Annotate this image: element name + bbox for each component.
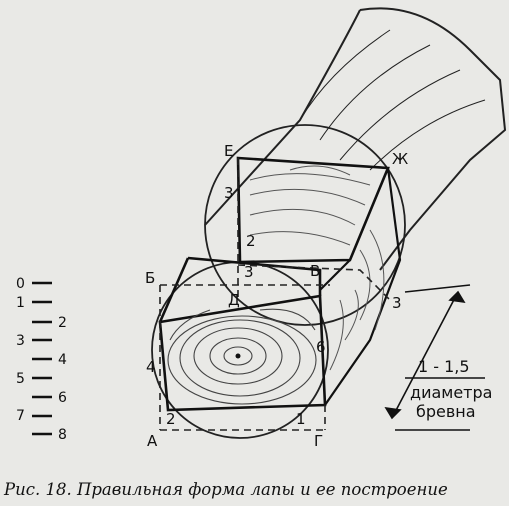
front-grain [167, 308, 317, 405]
scale-label: 7 [16, 408, 25, 424]
dimension-unit-line1: диаметра [410, 383, 492, 402]
construction-lines [159, 158, 391, 431]
dimension-value: 1 - 1,5 [418, 357, 470, 376]
label-num-side-right: 6 [316, 338, 326, 356]
upper-circle [204, 124, 406, 326]
scale-label: 8 [58, 427, 67, 443]
scale-label: 0 [16, 276, 25, 292]
label-num-front-bottom-left: 2 [166, 410, 176, 428]
scale-label: 6 [58, 390, 67, 406]
label-num-top-left-upper: 3 [224, 184, 234, 202]
dimension-line [384, 284, 485, 431]
scale-label: 1 [16, 295, 25, 311]
label-point-e: Е [224, 142, 233, 160]
label-point-zh: Ж [392, 150, 408, 168]
label-point-g: Г [314, 432, 323, 450]
label-num-front-bottom-right: 1 [296, 410, 306, 428]
upper-grain [249, 165, 371, 246]
side-grain [329, 229, 385, 371]
figure-caption: Рис. 18. Правильная форма лапы и ее пост… [4, 480, 448, 499]
dimension-unit-line2: бревна [416, 402, 476, 421]
pith [235, 353, 241, 359]
scale-label: 5 [16, 371, 25, 387]
label-point-b: Б [145, 269, 155, 287]
label-num-side-bottom: 3 [392, 294, 402, 312]
label-num-inner-mid: 3 [244, 263, 254, 281]
label-num-top-left-lower: 2 [246, 232, 256, 250]
side-face [319, 167, 402, 406]
scale-label: 3 [16, 333, 25, 349]
label-point-v: В [310, 262, 320, 280]
label-num-front-left: 4 [146, 358, 156, 376]
scale-marks [32, 281, 52, 436]
label-point-d: Д [228, 291, 240, 309]
label-point-a: А [147, 432, 158, 450]
upper-square [236, 156, 390, 264]
scale-label: 2 [58, 315, 67, 331]
scale-label: 4 [58, 352, 67, 368]
